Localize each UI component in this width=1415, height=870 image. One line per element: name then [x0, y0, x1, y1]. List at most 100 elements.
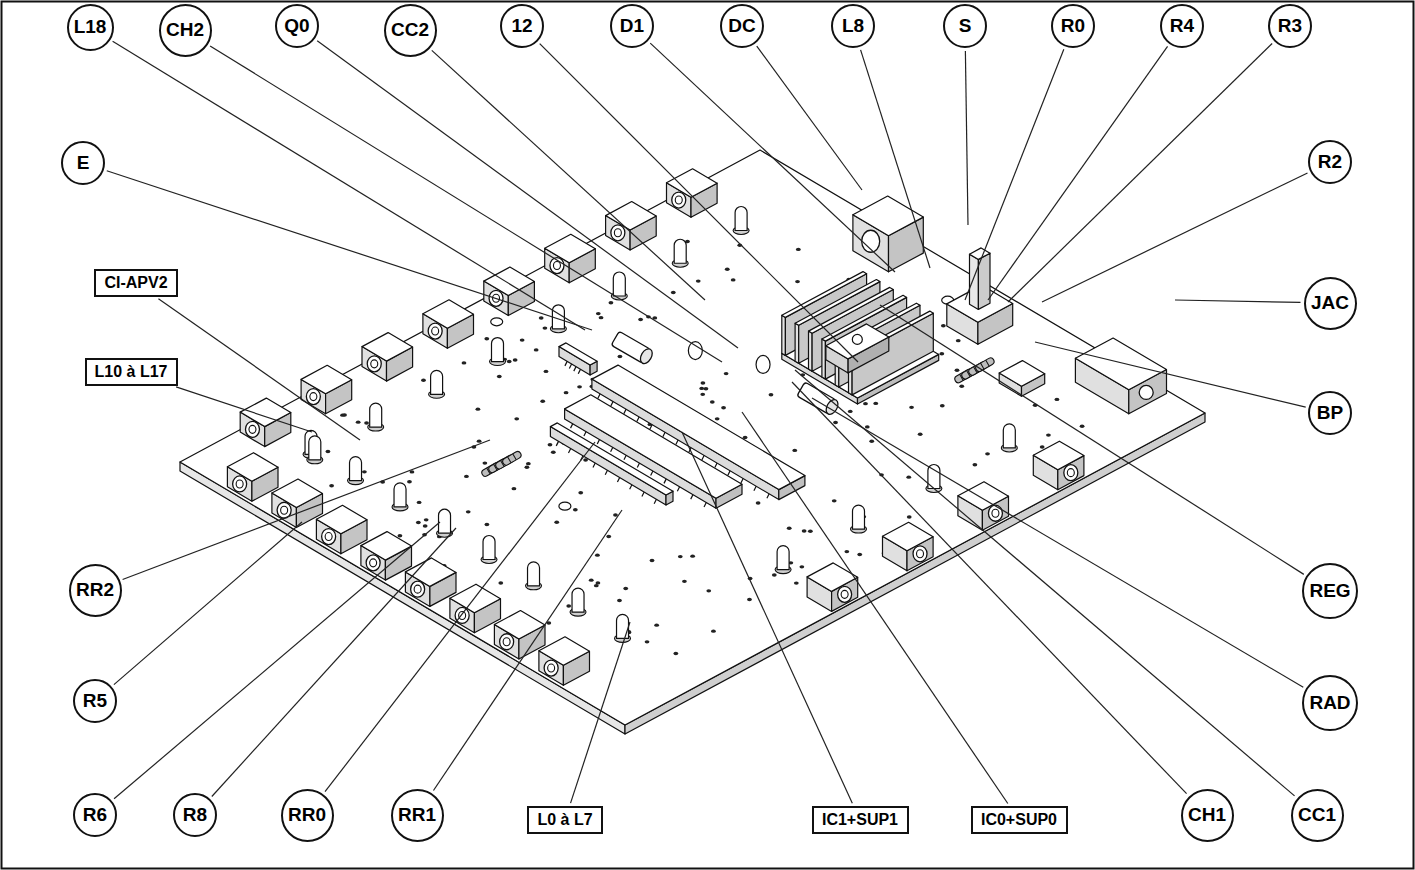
- jack-barrel: [428, 323, 442, 339]
- solder-pad: [564, 391, 569, 394]
- jack-body: [362, 333, 413, 362]
- leader-line: [317, 41, 738, 348]
- solder-pad: [407, 480, 412, 483]
- solder-pad: [544, 370, 549, 373]
- jack-socket: [362, 333, 413, 382]
- leader-line: [880, 305, 1304, 574]
- solder-pad: [464, 475, 469, 478]
- jack-hole: [281, 506, 288, 514]
- solder-pad: [1046, 433, 1051, 436]
- jack-barrel: [1064, 465, 1078, 481]
- led-symbol: [392, 483, 408, 511]
- leader-line: [540, 44, 858, 362]
- callout-circle: R2: [1308, 140, 1352, 184]
- callout-number: REG: [1309, 581, 1350, 602]
- led-symbol: [570, 588, 586, 616]
- leader-line: [861, 50, 930, 268]
- solder-pad: [482, 461, 487, 464]
- jack-body: [1075, 338, 1166, 390]
- jack-body: [301, 365, 352, 394]
- jack-hole: [370, 559, 377, 567]
- solder-pad: [577, 385, 582, 388]
- jack-hole: [325, 533, 332, 541]
- solder-pad: [507, 360, 512, 363]
- switch-lever: [970, 248, 991, 260]
- callout-circle: E: [61, 141, 105, 185]
- regulator-body: [826, 324, 889, 359]
- callout-circle: R8: [173, 793, 217, 837]
- solder-pad: [578, 491, 583, 494]
- led-symbol: [775, 546, 791, 574]
- callout-number: R2: [1318, 152, 1342, 173]
- leader-line: [432, 50, 705, 300]
- solder-pad: [787, 527, 792, 530]
- solder-pad: [497, 375, 502, 378]
- chip-body: [550, 427, 666, 505]
- jack-body: [405, 558, 456, 587]
- resistor-network: [550, 423, 673, 505]
- callout-circle: BP: [1308, 391, 1352, 435]
- jack-socket: [423, 300, 474, 349]
- jack-body: [494, 611, 545, 640]
- part-label: L10 à L17: [95, 363, 168, 381]
- solder-pad: [512, 487, 517, 490]
- solder-pad: [844, 550, 849, 553]
- solder-pad: [710, 400, 715, 403]
- led-body: [492, 338, 504, 362]
- resistor-body: [501, 450, 522, 466]
- jack-body: [272, 479, 323, 508]
- led-symbol: [526, 562, 542, 590]
- led-symbol: [348, 457, 364, 485]
- jack-socket: [667, 169, 718, 218]
- jack-hole: [992, 509, 999, 517]
- solder-pad: [972, 463, 977, 466]
- resistor-band: [981, 363, 985, 369]
- jack-socket: [301, 365, 352, 414]
- callout-circle: D1: [610, 4, 654, 48]
- led-body: [1003, 424, 1015, 448]
- leader-line: [176, 387, 312, 432]
- jack-barrel: [411, 581, 425, 597]
- mounting-hole: [491, 318, 503, 326]
- solder-pad: [673, 652, 678, 655]
- callout-circle: R4: [1160, 4, 1204, 48]
- led-body: [309, 436, 321, 460]
- jack-barrel: [611, 225, 625, 241]
- callout-circle: RAD: [1302, 675, 1358, 731]
- leader-line: [571, 622, 630, 803]
- chip-body: [550, 423, 673, 495]
- solder-pad: [909, 406, 914, 409]
- leader-line: [965, 51, 968, 225]
- callout-number: R0: [1061, 16, 1085, 37]
- jack-body: [361, 532, 412, 561]
- jack-socket: [316, 505, 367, 554]
- jack-barrel: [544, 660, 558, 676]
- mounting-hole: [559, 502, 571, 510]
- jack-hole: [548, 664, 555, 672]
- jack-body: [958, 482, 1009, 511]
- solder-pad: [617, 599, 622, 602]
- solder-pad: [548, 443, 553, 446]
- solder-pad: [417, 501, 422, 504]
- leader-line: [742, 412, 1008, 804]
- solder-pad: [595, 553, 600, 556]
- jack-hole: [614, 229, 621, 237]
- leader-line: [123, 440, 490, 580]
- led-symbol: [429, 370, 445, 398]
- led-symbol: [672, 239, 688, 267]
- solder-pad: [832, 499, 837, 502]
- solder-pad: [477, 439, 482, 442]
- led-symbol: [1001, 424, 1017, 452]
- resistor-body: [974, 357, 995, 373]
- button-body: [999, 361, 1044, 387]
- jack-barrel: [672, 192, 686, 208]
- jack-barrel: [500, 634, 514, 650]
- leader-line: [988, 46, 1168, 300]
- jack-barrel: [367, 356, 381, 372]
- jack-barrel: [366, 555, 380, 571]
- switch-lever: [970, 254, 979, 309]
- solder-pad: [848, 410, 853, 413]
- resistor-band: [508, 457, 512, 463]
- solder-pad: [699, 387, 704, 390]
